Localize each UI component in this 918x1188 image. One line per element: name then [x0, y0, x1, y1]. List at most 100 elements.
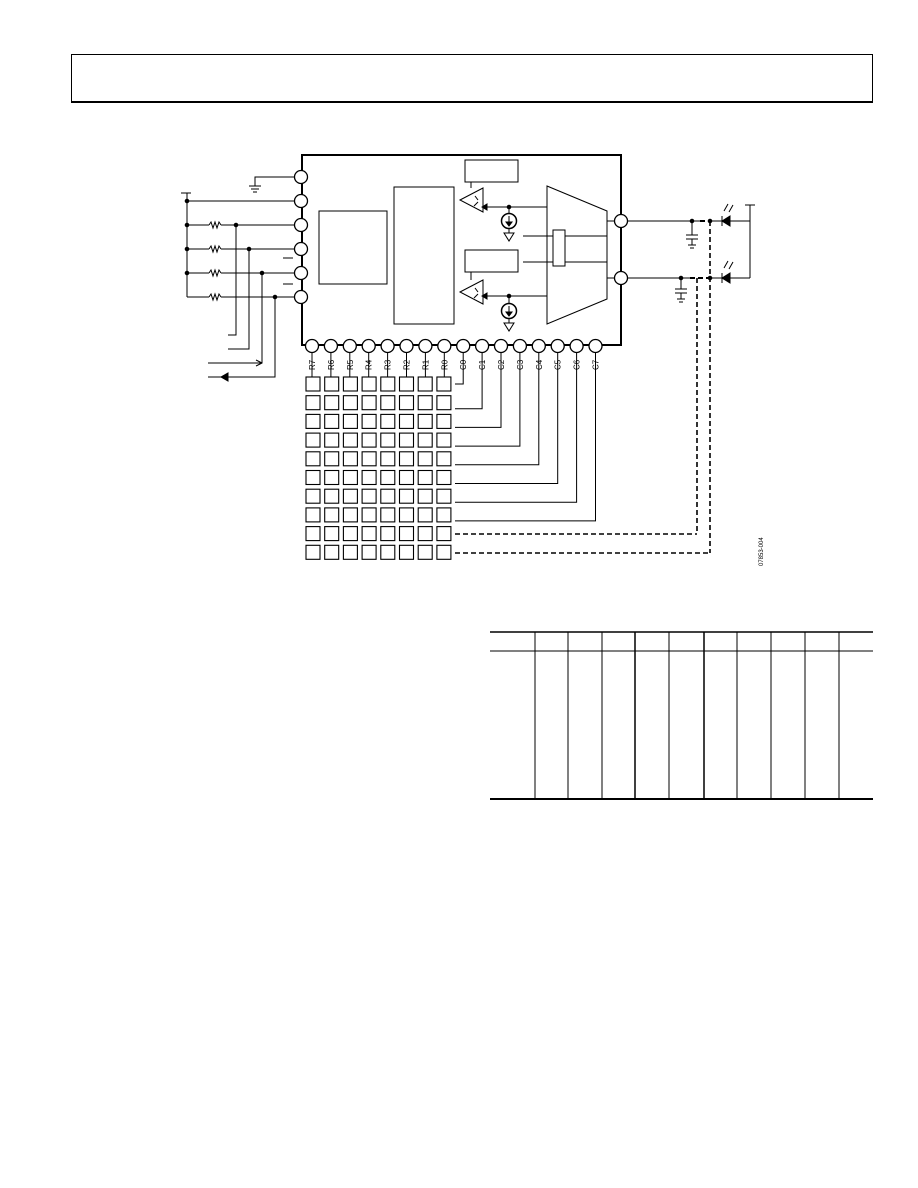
- key-matrix: [305, 352, 452, 560]
- key-switch: [342, 432, 358, 448]
- key-switch: [305, 526, 321, 542]
- pin-gnd: [293, 169, 309, 185]
- key-switch: [305, 376, 321, 392]
- key-switch: [380, 376, 396, 392]
- pin-r0: [437, 338, 452, 354]
- pin-r7: [304, 338, 320, 354]
- left-supply-rail: [181, 192, 294, 297]
- key-switch: [398, 451, 415, 467]
- key-switch: [342, 413, 358, 429]
- key-switch: [324, 544, 340, 560]
- pin-r3: [380, 338, 395, 354]
- key-switch: [436, 451, 452, 467]
- inner-block-left: [318, 210, 388, 285]
- pin-sda: [293, 217, 309, 233]
- key-switch: [380, 507, 396, 523]
- pin-r2: [399, 338, 414, 354]
- key-switch: [324, 376, 340, 392]
- key-switch: [324, 451, 340, 467]
- bottom-pins: [304, 338, 603, 354]
- key-switch: [417, 432, 433, 448]
- col-trace-c4: [455, 352, 540, 466]
- key-switch: [436, 488, 452, 504]
- col-trace-c0: [455, 352, 464, 385]
- key-switch: [342, 395, 358, 411]
- pin-led1: [613, 213, 629, 229]
- key-switch: [398, 432, 415, 448]
- output-mux: [523, 185, 614, 325]
- col-trace-c1: [455, 352, 483, 410]
- key-switch: [324, 413, 340, 429]
- key-switch: [305, 544, 321, 560]
- key-switch: [398, 413, 415, 429]
- ic-body: [301, 154, 622, 346]
- pin-r6: [323, 338, 339, 354]
- key-switch: [361, 395, 377, 411]
- key-switch: [417, 395, 433, 411]
- key-switch: [398, 507, 415, 523]
- pin-rst: [293, 289, 309, 305]
- pin-c1: [474, 338, 490, 354]
- key-switch: [324, 507, 340, 523]
- pin-c5: [550, 338, 565, 354]
- key-switch: [342, 507, 358, 523]
- key-switch: [361, 488, 377, 504]
- key-switch: [342, 451, 358, 467]
- key-switch: [436, 395, 452, 411]
- pin-c0: [456, 338, 471, 354]
- key-switch: [324, 526, 340, 542]
- key-switch: [342, 526, 358, 542]
- key-switch: [436, 526, 452, 542]
- key-switch: [398, 376, 415, 392]
- col-trace-c2: [455, 352, 502, 428]
- key-switch: [305, 507, 321, 523]
- key-switch: [436, 469, 452, 486]
- inner-block-control: [393, 186, 455, 325]
- key-switch: [398, 469, 415, 486]
- col-trace-c5: [455, 352, 559, 484]
- pin-led2: [613, 270, 629, 286]
- key-switch: [361, 432, 377, 448]
- ground-symbol-pin1: [249, 176, 294, 193]
- col-trace-c7: [455, 352, 596, 522]
- pin-c3: [512, 338, 528, 354]
- key-switch: [342, 469, 358, 486]
- key-switch: [417, 413, 433, 429]
- pin-r1: [418, 338, 433, 354]
- left-pins: [293, 169, 309, 305]
- key-switch: [417, 488, 433, 504]
- pin-c2: [493, 338, 509, 354]
- key-switch: [342, 544, 358, 560]
- key-switch: [436, 376, 452, 392]
- column-routing: [455, 352, 596, 522]
- key-switch: [324, 395, 340, 411]
- pin-r5: [342, 338, 357, 354]
- pin-r4: [361, 338, 376, 354]
- figure-id: 07853-004: [759, 537, 765, 566]
- key-switch: [417, 469, 433, 486]
- key-switch: [380, 432, 396, 448]
- key-switch: [305, 395, 321, 411]
- key-switch: [305, 432, 321, 448]
- key-switch: [417, 451, 433, 467]
- col-trace-c3: [455, 352, 521, 447]
- key-switch: [305, 451, 321, 467]
- key-switch: [342, 376, 358, 392]
- key-switch: [436, 544, 452, 560]
- key-switch: [380, 395, 396, 411]
- key-switch: [305, 413, 321, 429]
- key-switch: [380, 526, 396, 542]
- page-header-box: [71, 54, 873, 103]
- key-switch: [417, 544, 433, 560]
- key-switch: [380, 451, 396, 467]
- key-switch: [324, 432, 340, 448]
- led-circuit: [628, 203, 755, 303]
- amplifier-bottom: [458, 272, 547, 332]
- key-switch: [380, 488, 396, 504]
- key-switch: [417, 507, 433, 523]
- dac-block-top: [464, 159, 519, 183]
- key-switch: [361, 376, 377, 392]
